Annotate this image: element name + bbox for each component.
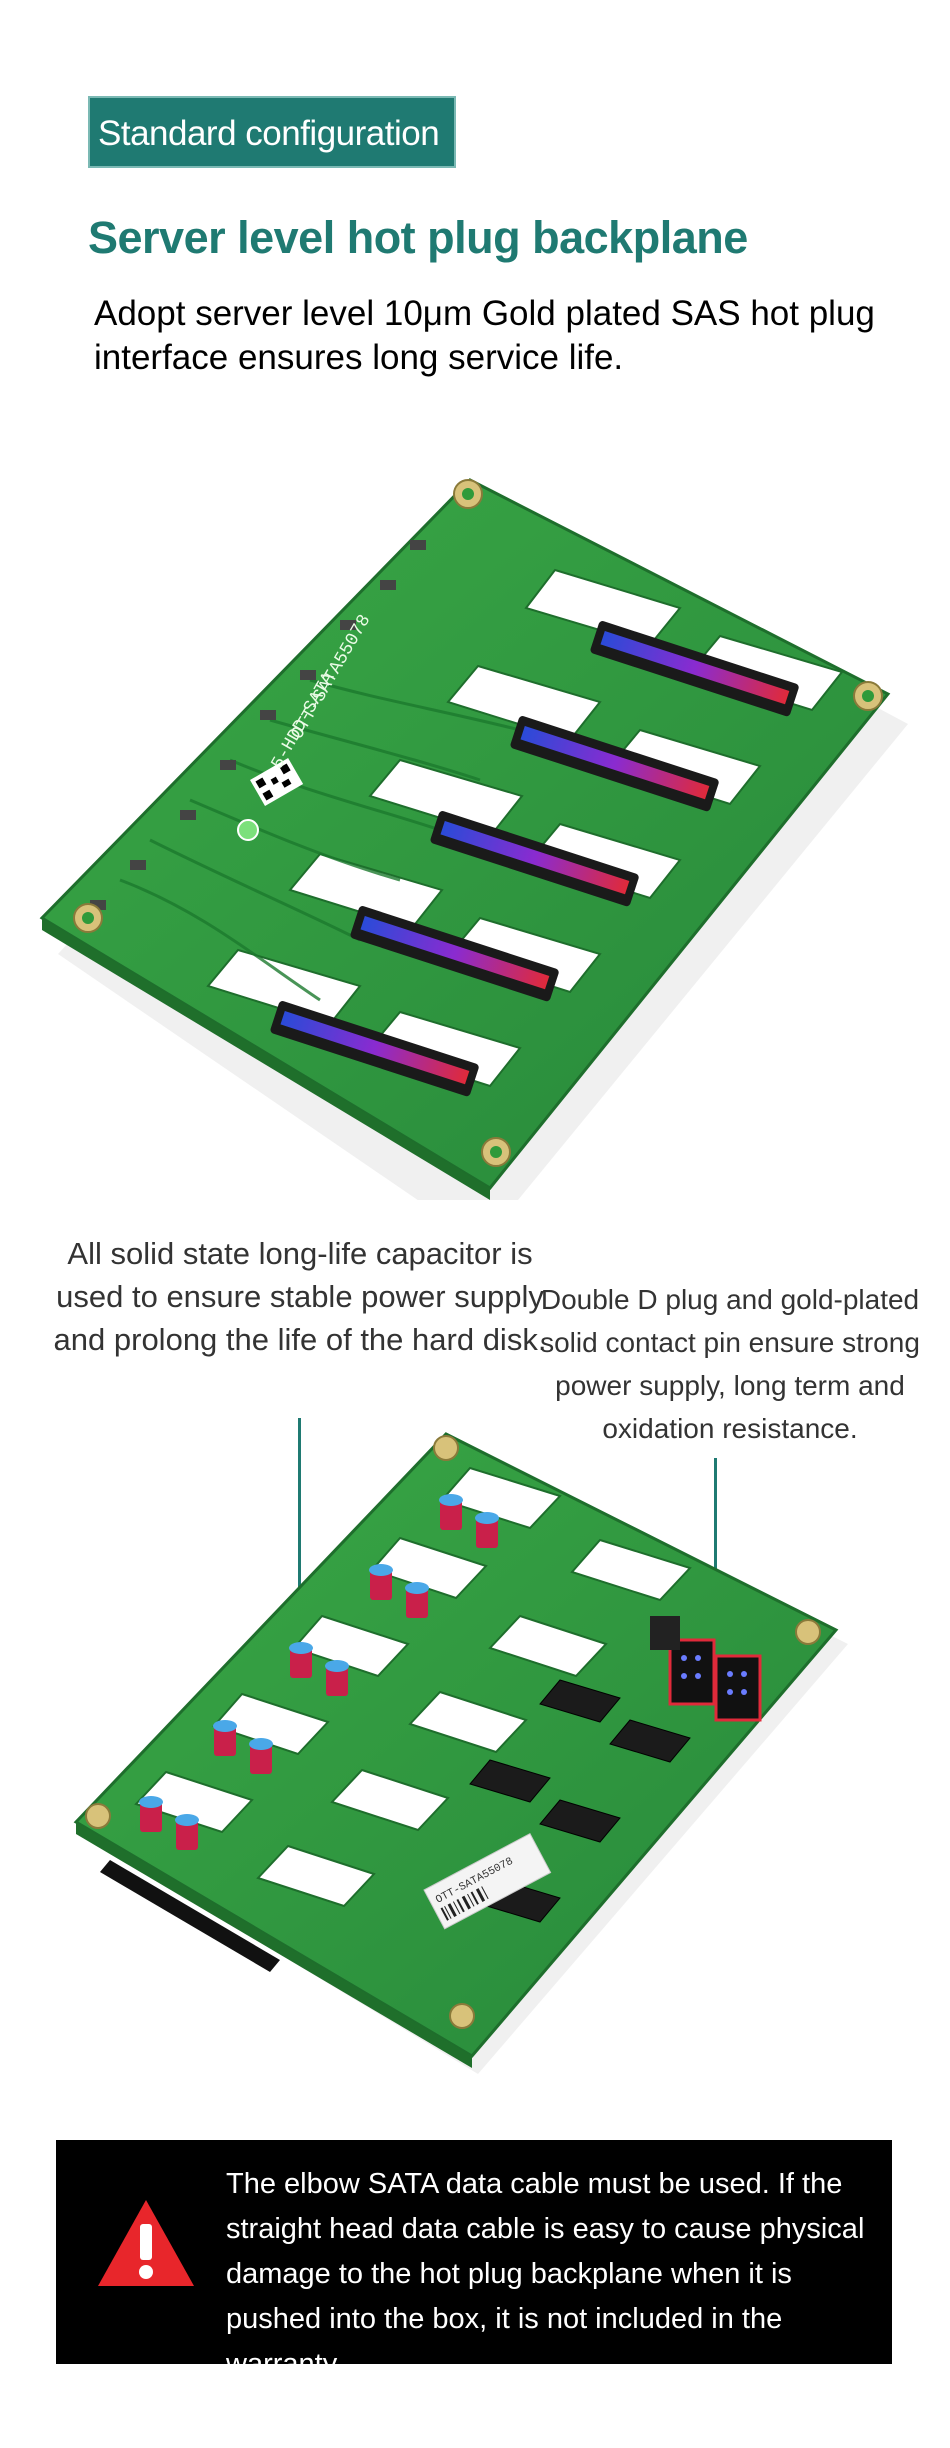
backplane-front-image: OTT-SATA55078 5-HDD-SATA xyxy=(39,478,908,1200)
power-plug-leader-line xyxy=(714,1458,717,1630)
power-plug-caption: Double D plug and gold-plated solid cont… xyxy=(540,1284,920,1444)
page-title: Server level hot plug backplane xyxy=(88,212,748,263)
page-subtitle: Adopt server level 10μm Gold plated SAS … xyxy=(94,294,875,377)
double-d-power-plugs xyxy=(650,1616,762,1722)
qr-code-icon xyxy=(249,758,304,806)
capacitor-leader-line xyxy=(298,1418,301,1654)
warning-box xyxy=(56,2140,892,2364)
warning-text: The elbow SATA data cable must be used. … xyxy=(226,2168,865,2380)
backplane-rear-image: OTT-SATA55078 xyxy=(73,1432,848,2074)
warning-triangle-icon xyxy=(98,2200,194,2286)
capacitors xyxy=(139,1494,499,1850)
capacitor-caption: All solid state long-life capacitor is u… xyxy=(53,1236,547,1357)
standard-configuration-tag: Standard configuration xyxy=(88,96,456,168)
sas-connectors xyxy=(270,621,799,1097)
